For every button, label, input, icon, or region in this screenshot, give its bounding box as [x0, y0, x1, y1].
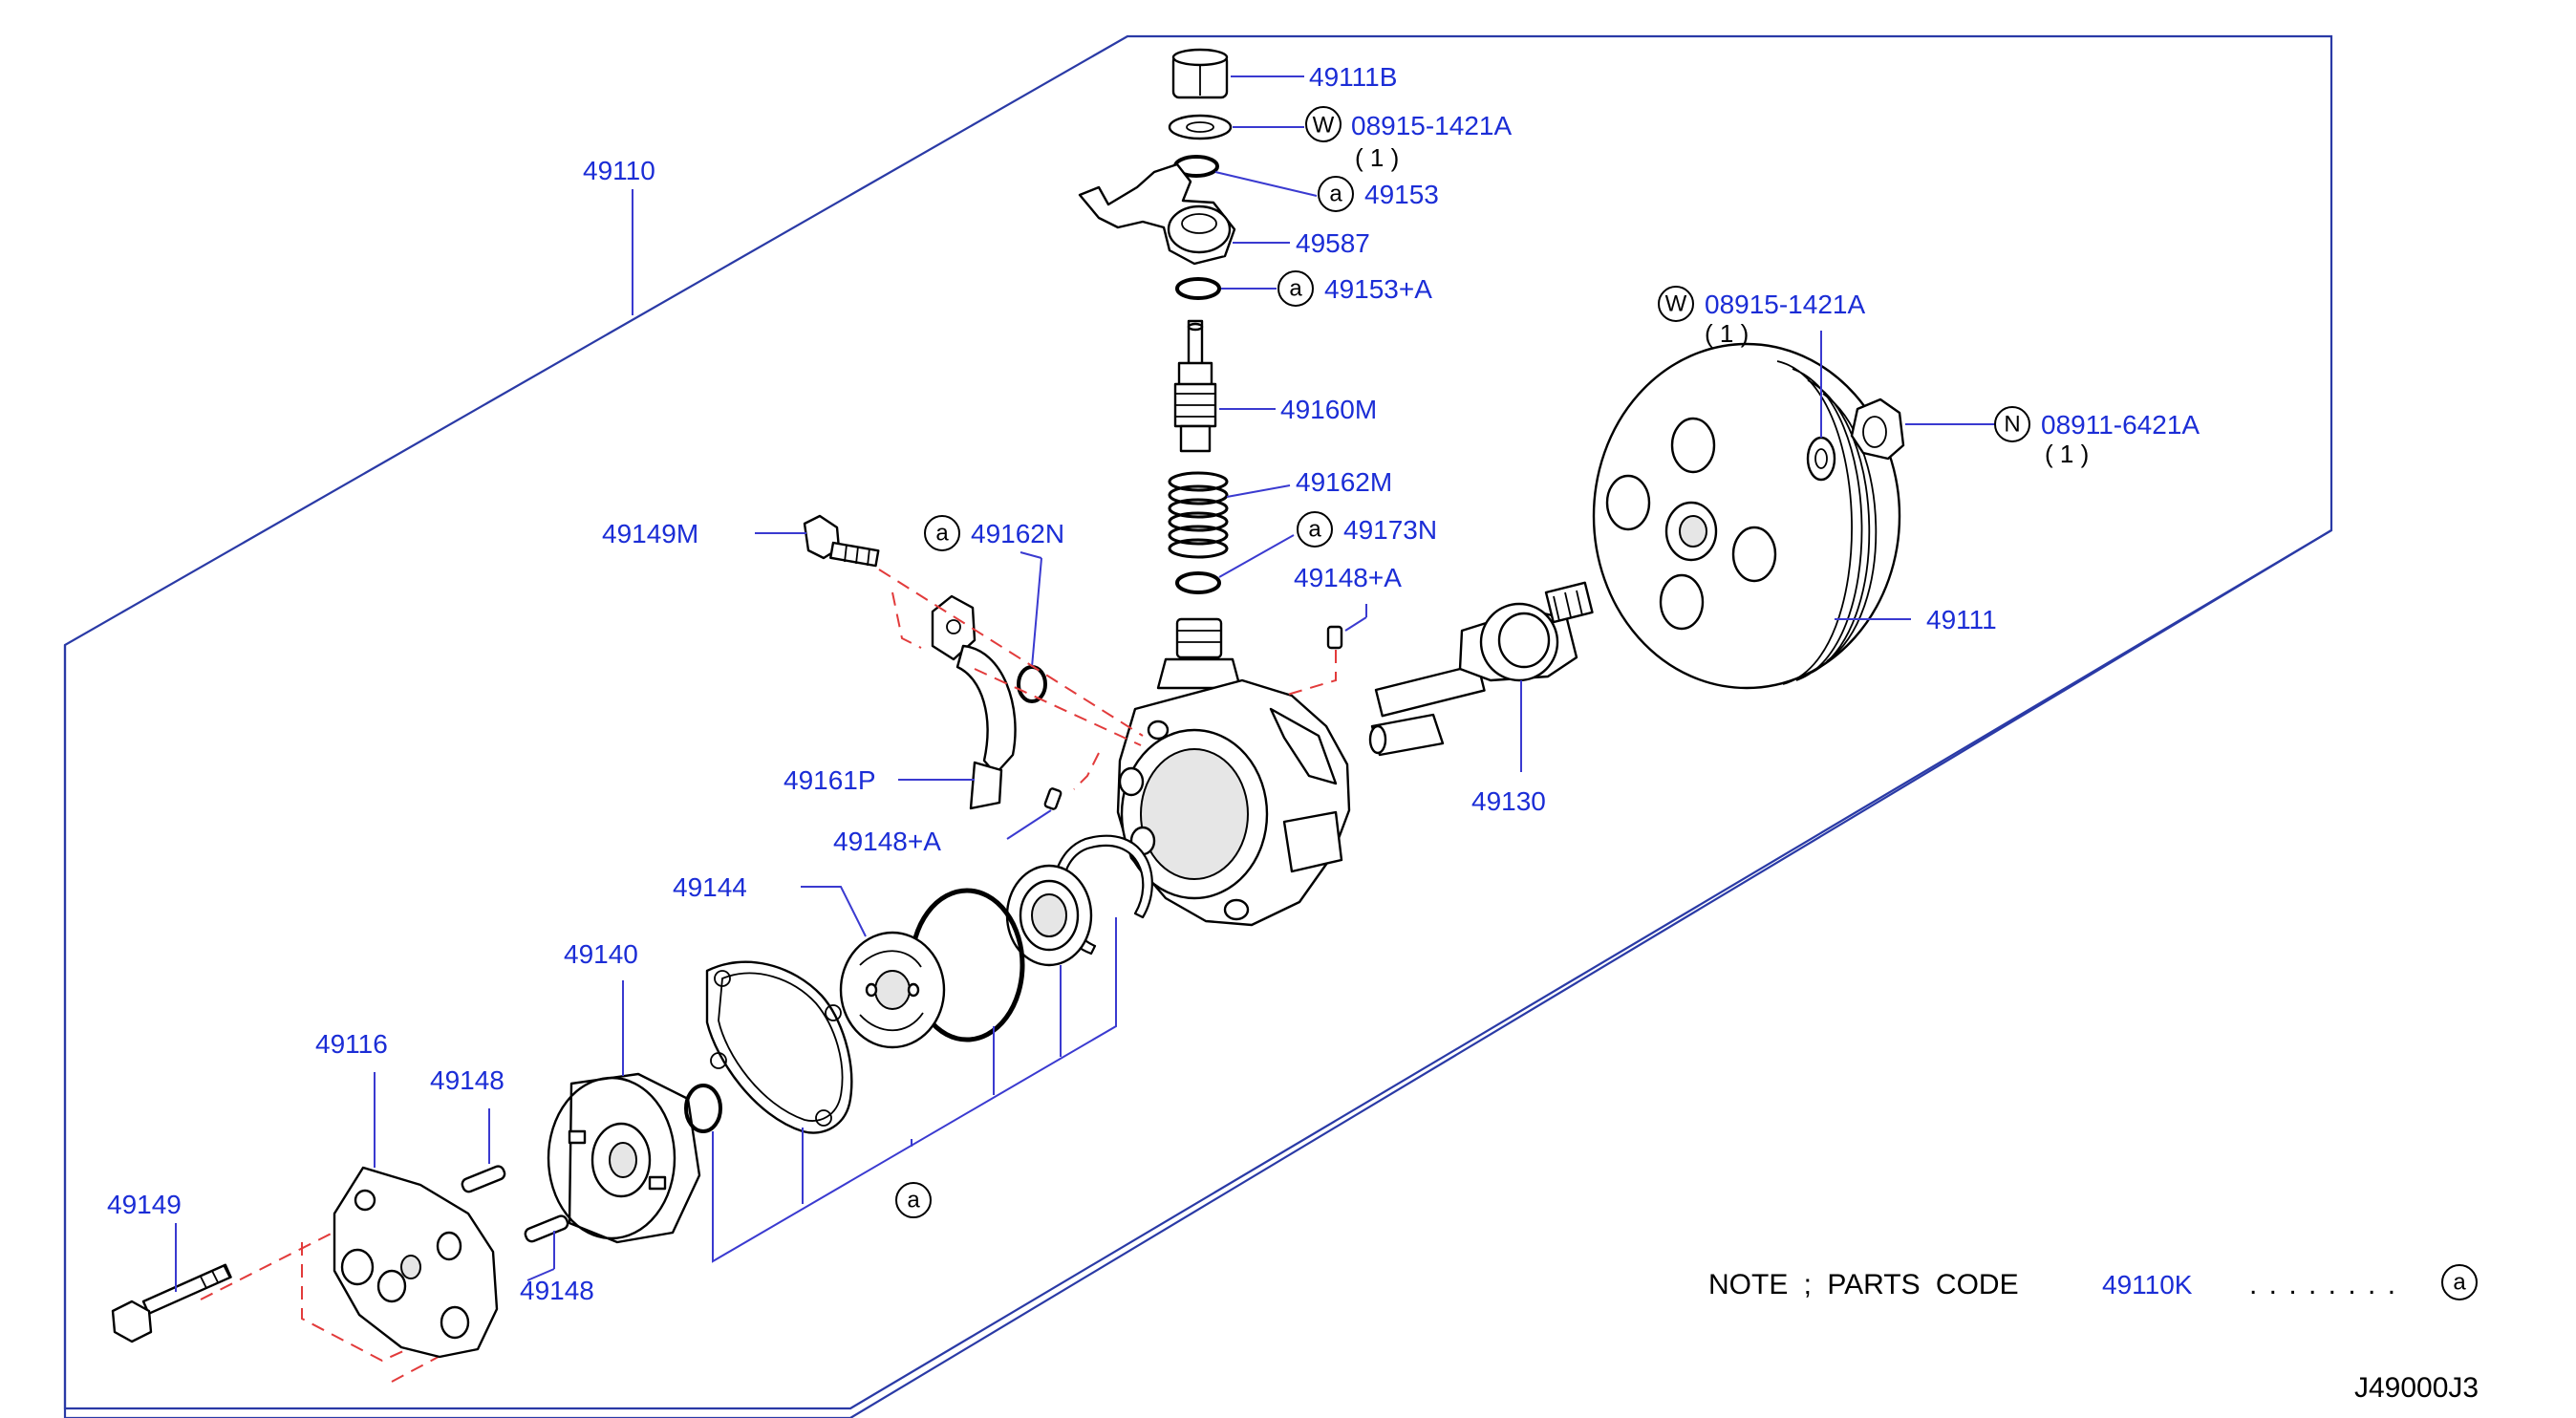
bolt-upper: [803, 514, 880, 568]
a-symbol-group: [895, 1182, 932, 1218]
spring-label: 49162M: [1296, 467, 1392, 497]
pin-lower-leader: [1006, 809, 1052, 840]
pump-housing: [1116, 617, 1351, 927]
a-symbol-oring-mid: [1277, 270, 1314, 307]
spring-leader: [1226, 484, 1291, 498]
bolt-upper-label: 49149M: [602, 519, 698, 548]
pin-lower: [1043, 787, 1063, 810]
cover-label: 49116: [315, 1029, 388, 1059]
pump-cover: [333, 1166, 499, 1359]
pin-upper: [1326, 625, 1343, 650]
dowel-upper: [461, 1165, 506, 1193]
banjo-fitting: [1078, 162, 1236, 266]
oring-pipe-label: 49162N: [971, 519, 1064, 548]
dowel-lower-label: 49148: [520, 1276, 594, 1305]
a-symbol-oring-pipe: [924, 515, 960, 551]
dowel-lower: [524, 1214, 569, 1243]
note-text: NOTE ; PARTS CODE: [1708, 1269, 2019, 1300]
alignment-lines: [200, 569, 1337, 1383]
note-dots: . . . . . . . .: [2249, 1269, 2397, 1300]
w-symbol-pulley: [1658, 286, 1694, 322]
washer-top-code-label: 08915-1421A: [1351, 111, 1512, 140]
oring-pipe: [1017, 665, 1047, 703]
pressure-pipe: [931, 594, 1017, 810]
seal-group-bracket: [712, 917, 1117, 1263]
svg-text:a: a: [907, 1188, 920, 1214]
svg-text:a: a: [1289, 276, 1302, 302]
svg-text:a: a: [1308, 517, 1321, 543]
flow-control-valve: [1173, 319, 1217, 453]
assembly-label: 49110: [583, 156, 655, 185]
oring-valve-label: 49173N: [1343, 515, 1437, 545]
gasket: [705, 960, 853, 1134]
washer-pulley-code-label: 08915-1421A: [1705, 290, 1865, 319]
nut-pulley-qty-label: ( 1 ): [2045, 440, 2089, 468]
nut-pulley: [1850, 397, 1905, 461]
oring-mid: [1175, 277, 1221, 300]
svg-text:W: W: [1665, 291, 1687, 317]
w-symbol-top: [1305, 106, 1342, 142]
washer-top: [1168, 114, 1233, 140]
cap-nut-label: 49111B: [1309, 62, 1397, 92]
pin-upper-leader: [1344, 616, 1367, 632]
plate-label: 49144: [673, 872, 747, 902]
shaft-label: 49130: [1471, 786, 1546, 816]
oring-mid-label: 49153+A: [1324, 274, 1432, 304]
banjo-fitting-label: 49587: [1296, 228, 1370, 258]
pin-upper-label: 49148+A: [1294, 563, 1402, 592]
small-oring: [684, 1084, 722, 1133]
a-symbol-oring-valve: [1297, 511, 1333, 548]
valve-label: 49160M: [1280, 395, 1377, 424]
drive-shaft: [1368, 581, 1594, 757]
cam-ring-label: 49140: [564, 939, 638, 969]
oring-valve: [1175, 571, 1221, 594]
washer-top-qty-label: ( 1 ): [1355, 143, 1399, 172]
svg-text:a: a: [935, 521, 949, 547]
cam-ring: [547, 1072, 701, 1244]
pressure-plate: [839, 931, 946, 1049]
nut-pulley-code-label: 08911-6421A: [2041, 410, 2200, 440]
svg-text:N: N: [2004, 412, 2020, 438]
diagram-id: J49000J3: [2354, 1372, 2479, 1404]
bolt-lower: [111, 1263, 232, 1343]
a-symbol-note: [2441, 1264, 2478, 1300]
a-symbol-oring-top: [1318, 176, 1354, 212]
washer-pulley-qty-label: ( 1 ): [1705, 319, 1749, 348]
svg-text:W: W: [1313, 113, 1335, 139]
svg-text:a: a: [2453, 1270, 2466, 1296]
assembly-frame-edge: [63, 529, 2332, 1410]
oring-valve-leader: [1218, 534, 1295, 578]
svg-text:a: a: [1329, 182, 1342, 207]
oil-seal: [1005, 864, 1093, 967]
dowel-upper-label: 49148: [430, 1065, 504, 1095]
valve-spring: [1168, 471, 1229, 559]
note-code: 49110K: [2102, 1270, 2193, 1300]
pulley-label: 49111: [1926, 605, 1997, 634]
pulley: [1592, 342, 1901, 690]
pipe-label: 49161P: [784, 765, 876, 795]
oring-top-leader: [1214, 171, 1318, 197]
n-symbol-pulley: [1994, 406, 2030, 442]
cap-nut: [1171, 48, 1229, 99]
oring-top-label: 49153: [1364, 180, 1439, 209]
oring-pipe-leader: [1031, 557, 1042, 668]
washer-pulley: [1806, 436, 1836, 482]
plate-leader: [801, 886, 867, 937]
bolt-lower-label: 49149: [107, 1190, 182, 1219]
pin-lower-label: 49148+A: [833, 827, 941, 856]
